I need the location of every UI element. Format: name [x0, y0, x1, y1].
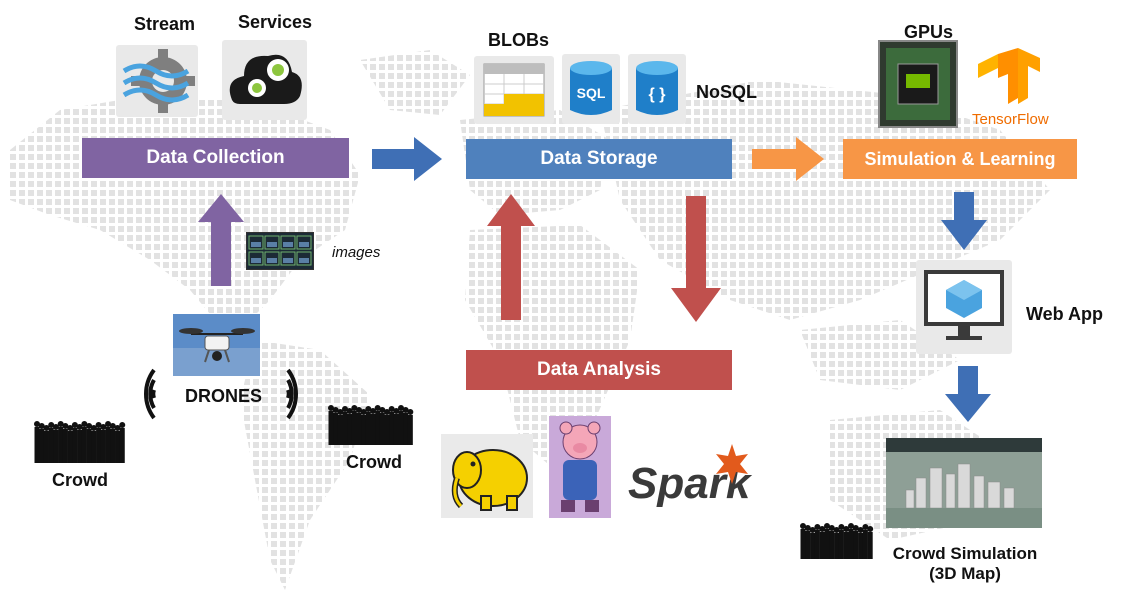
nosql-label: NoSQL: [696, 82, 757, 102]
signal-waves-right-icon: [286, 368, 298, 420]
analysis-to-storage-arrow: [487, 194, 535, 320]
web-app-monitor-icon: [916, 260, 1012, 354]
crowd-simulation-3d-map: [886, 438, 1042, 528]
data-analysis-label: Data Analysis: [537, 359, 661, 380]
gpu-chip-icon: [878, 40, 958, 128]
spark-logo: Spark: [628, 440, 756, 510]
crowd-right-label: Crowd: [346, 452, 402, 472]
stream-label: Stream: [134, 14, 196, 34]
blobs-label: BLOBs: [488, 30, 550, 50]
storage-to-learning-arrow: [752, 137, 824, 181]
stream-icon: [116, 45, 198, 117]
tensorflow-logo: TensorFlow: [968, 48, 1068, 130]
services-label: Services: [238, 12, 313, 32]
crowd-right-icon: [328, 405, 414, 445]
learning-to-webapp-arrow: [941, 192, 987, 250]
drone-photo: [173, 314, 260, 376]
simulation-learning-bar: Simulation & Learning: [843, 139, 1077, 179]
collection-up-arrow: [198, 194, 244, 286]
images-thumbnail: [246, 232, 314, 270]
json-badge-text: { }: [649, 86, 666, 103]
collection-to-storage-arrow: [372, 137, 442, 181]
data-analysis-bar: Data Analysis: [466, 350, 732, 390]
sql-database-icon: SQL: [562, 54, 620, 124]
crowd-left-icon: [34, 421, 126, 463]
data-collection-bar: Data Collection: [82, 138, 349, 178]
data-storage-bar: Data Storage: [466, 139, 732, 179]
storage-to-analysis-arrow: [671, 196, 721, 322]
blob-table-icon: [474, 56, 554, 124]
sql-badge-text: SQL: [577, 85, 606, 101]
crowd-simulation-icon: [800, 523, 874, 559]
gpus-label: GPUs: [904, 22, 954, 42]
data-collection-label: Data Collection: [146, 147, 285, 168]
simulation-learning-label: Simulation & Learning: [864, 148, 1056, 169]
webapp-to-simulation-arrow: [945, 366, 991, 422]
crowd-simulation-label-line1: Crowd Simulation: [892, 544, 1038, 563]
nosql-database-icon: { }: [628, 54, 686, 124]
hadoop-elephant-logo: [441, 434, 533, 518]
crowd-simulation-label: Crowd Simulation (3D Map): [880, 544, 1050, 584]
services-cloud-icon: [222, 40, 307, 120]
signal-waves-left-icon: [144, 368, 156, 420]
images-label: images: [332, 244, 381, 261]
crowd-simulation-label-line2: (3D Map): [929, 564, 1001, 583]
crowd-left-label: Crowd: [52, 470, 108, 490]
pig-logo: [549, 416, 611, 518]
data-storage-label: Data Storage: [540, 148, 658, 169]
web-app-label: Web App: [1026, 304, 1103, 324]
drones-label: DRONES: [185, 386, 263, 406]
tensorflow-logo-text: TensorFlow: [972, 111, 1049, 128]
